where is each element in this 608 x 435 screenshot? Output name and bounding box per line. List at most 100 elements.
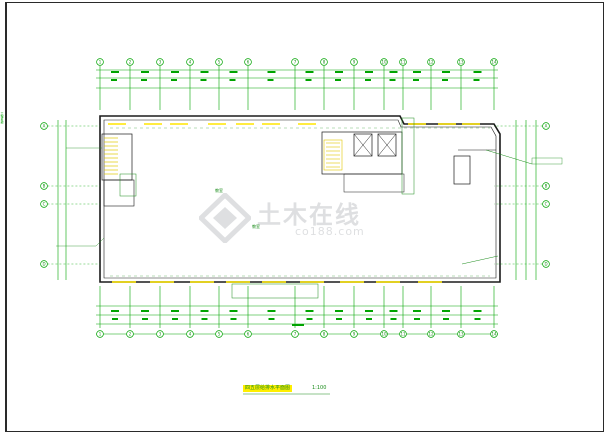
axis-label: 12 — [428, 60, 434, 65]
exterior-wall — [99, 115, 501, 283]
dim-text-mark — [473, 71, 482, 73]
axis-label: 14 — [491, 60, 497, 65]
dim-text-mark — [414, 318, 420, 320]
dim-text-mark — [141, 79, 147, 81]
interior-wall — [103, 119, 497, 279]
axis-label: 1 — [99, 60, 102, 65]
axis-label: B — [43, 184, 46, 189]
drawing-frame — [6, 2, 604, 432]
axis-bubble-top: 10 — [380, 58, 388, 66]
dim-text-mark — [112, 318, 118, 320]
dimension-lines — [57, 66, 537, 335]
axis-label: 11 — [400, 60, 406, 65]
dim-text-mark — [365, 310, 373, 312]
axis-label: C — [545, 202, 548, 207]
axis-bubble-bottom: 3 — [156, 330, 164, 338]
axis-bubble-bottom: 10 — [380, 330, 388, 338]
dim-text-mark — [335, 79, 341, 81]
axis-label: 14 — [491, 332, 497, 337]
pipe-shaft — [401, 117, 415, 195]
axis-bubble-side: B — [494, 182, 550, 190]
dim-text-mark — [171, 79, 177, 81]
dim-text-mark — [473, 79, 480, 81]
dim-text-mark — [111, 79, 117, 81]
axis-label: 11 — [400, 332, 406, 337]
room-label: 教室 — [215, 187, 223, 193]
axis-label: 13 — [458, 60, 464, 65]
axis-bubble-bottom: 9 — [350, 330, 358, 338]
axis-label: 1 — [99, 332, 102, 337]
dim-text-mark — [230, 318, 237, 320]
axis-bubble-side: D — [40, 260, 100, 268]
dim-text-mark — [413, 71, 421, 73]
axis-bubble-top: 14 — [490, 58, 498, 66]
dim-text-mark — [473, 310, 482, 312]
overall-dim-text — [292, 324, 304, 326]
dim-text-mark — [389, 79, 396, 81]
dim-text-mark — [267, 79, 274, 81]
axis-bubble-side: A — [494, 122, 550, 130]
axis-bubble-top: 4 — [186, 58, 194, 66]
corridor-room — [343, 173, 405, 193]
slope-line — [461, 255, 499, 265]
dim-text-mark — [442, 310, 450, 312]
axis-bubble-bottom: 8 — [320, 330, 328, 338]
dim-text-mark — [389, 71, 398, 73]
dim-text-mark — [200, 71, 209, 73]
dim-text-mark — [365, 79, 371, 81]
axis-label: 9 — [353, 332, 356, 337]
axis-bubble-bottom: 13 — [457, 330, 465, 338]
dim-text-mark — [141, 71, 149, 73]
axis-label: 3 — [159, 60, 162, 65]
axis-bubble-top: 6 — [244, 58, 252, 66]
dim-text-mark — [229, 71, 238, 73]
dim-text-mark — [267, 310, 276, 312]
axis-label: A — [545, 124, 548, 129]
building-outline — [99, 115, 501, 283]
dim-text-mark — [201, 318, 208, 320]
room-label: 教室 — [252, 223, 260, 229]
axis-bubble-bottom: 11 — [399, 330, 407, 338]
dim-text-mark — [306, 318, 313, 320]
axis-bubble-bottom: 14 — [490, 330, 498, 338]
axis-bubble-top: 13 — [457, 58, 465, 66]
axis-label: 8 — [323, 60, 326, 65]
axis-bubble-top: 9 — [350, 58, 358, 66]
dim-text-mark — [305, 71, 314, 73]
dim-text-mark — [305, 79, 312, 81]
dim-text-mark — [443, 318, 449, 320]
dim-text-mark — [268, 318, 275, 320]
axis-label: 5 — [218, 332, 221, 337]
axis-label: 10 — [381, 60, 387, 65]
axis-label: 6 — [247, 60, 250, 65]
axis-bubble-top: 11 — [399, 58, 407, 66]
axis-label: 4 — [189, 332, 192, 337]
axis-bubble-top: 2 — [126, 58, 134, 66]
axis-label: C — [43, 202, 46, 207]
riser-box — [453, 155, 471, 185]
axis-label: 8 — [323, 332, 326, 337]
stair-left — [101, 133, 133, 181]
axis-label: D — [42, 262, 45, 267]
dim-text-mark — [413, 310, 421, 312]
axis-label: 2 — [129, 332, 132, 337]
drawing-title: 四五层给排水平面图 — [243, 385, 293, 392]
elevator-shaft — [377, 133, 397, 157]
fixture-block — [119, 173, 137, 197]
axis-label: 4 — [189, 60, 192, 65]
axis-bubble-top: 8 — [320, 58, 328, 66]
dim-text-mark — [200, 310, 209, 312]
dim-text-mark — [111, 71, 119, 73]
axis-bubble-top: 12 — [427, 58, 435, 66]
dim-text-mark — [442, 79, 448, 81]
axis-bubble-top: 3 — [156, 58, 164, 66]
axis-bubble-top: 7 — [291, 58, 299, 66]
dim-text-mark — [336, 318, 342, 320]
dim-text-mark — [142, 318, 148, 320]
axis-bubble-bottom: 12 — [427, 330, 435, 338]
axis-label: A — [43, 124, 46, 129]
dim-text-mark — [365, 71, 373, 73]
